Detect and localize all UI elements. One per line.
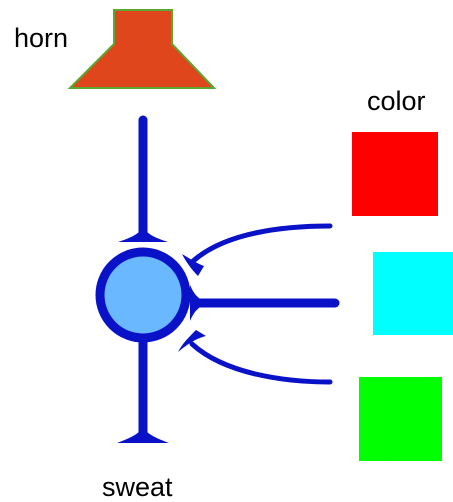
- upper-dendrite: [189, 223, 333, 265]
- top-synapse-terminal: [118, 225, 168, 242]
- cyan-swatch: [373, 252, 453, 335]
- bottom-synapse-terminal: [117, 426, 169, 443]
- lower-synapse-terminal: [178, 330, 206, 352]
- lower-dendrite: [189, 341, 333, 385]
- middle-synapse-terminal: [190, 285, 210, 321]
- horn-label: horn: [14, 23, 69, 53]
- red-swatch: [352, 132, 438, 216]
- cell-body: [95, 247, 191, 343]
- sweat-label: sweat: [102, 472, 173, 502]
- horn-icon: [67, 9, 217, 89]
- color-label: color: [367, 86, 426, 116]
- green-swatch: [359, 377, 442, 461]
- upper-synapse-terminal: [182, 254, 204, 276]
